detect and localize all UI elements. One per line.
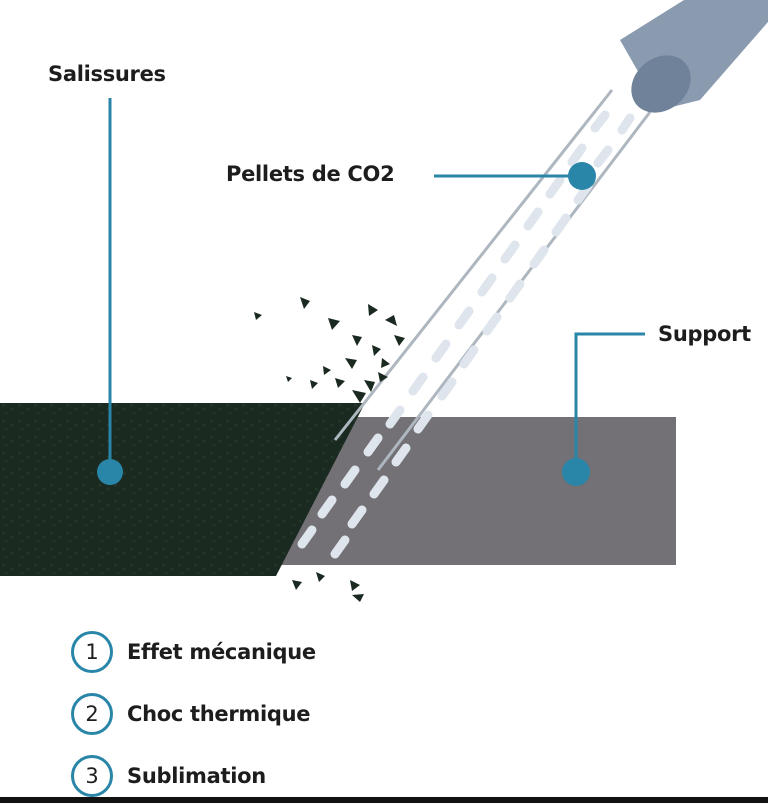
bottom-border — [0, 797, 768, 803]
step-number: 3 — [71, 755, 113, 797]
nozzle-icon — [620, 0, 768, 113]
callout-dirt — [97, 98, 123, 485]
step-text: Effet mécanique — [127, 640, 316, 664]
step-1: 1 Effet mécanique — [71, 631, 316, 673]
step-2: 2 Choc thermique — [71, 693, 311, 735]
step-text: Choc thermique — [127, 702, 311, 726]
callout-pellets — [434, 162, 596, 190]
debris-icon — [254, 297, 405, 602]
pellet-dashes — [297, 110, 635, 559]
dirt-layer — [0, 403, 365, 576]
step-number: 2 — [71, 693, 113, 735]
step-3: 3 Sublimation — [71, 755, 266, 797]
step-text: Sublimation — [127, 764, 266, 788]
label-pellets: Pellets de CO2 — [226, 162, 395, 186]
step-number: 1 — [71, 631, 113, 673]
label-dirt: Salissures — [48, 62, 166, 86]
label-substrate: Support — [658, 322, 751, 346]
callout-substrate — [562, 332, 645, 486]
